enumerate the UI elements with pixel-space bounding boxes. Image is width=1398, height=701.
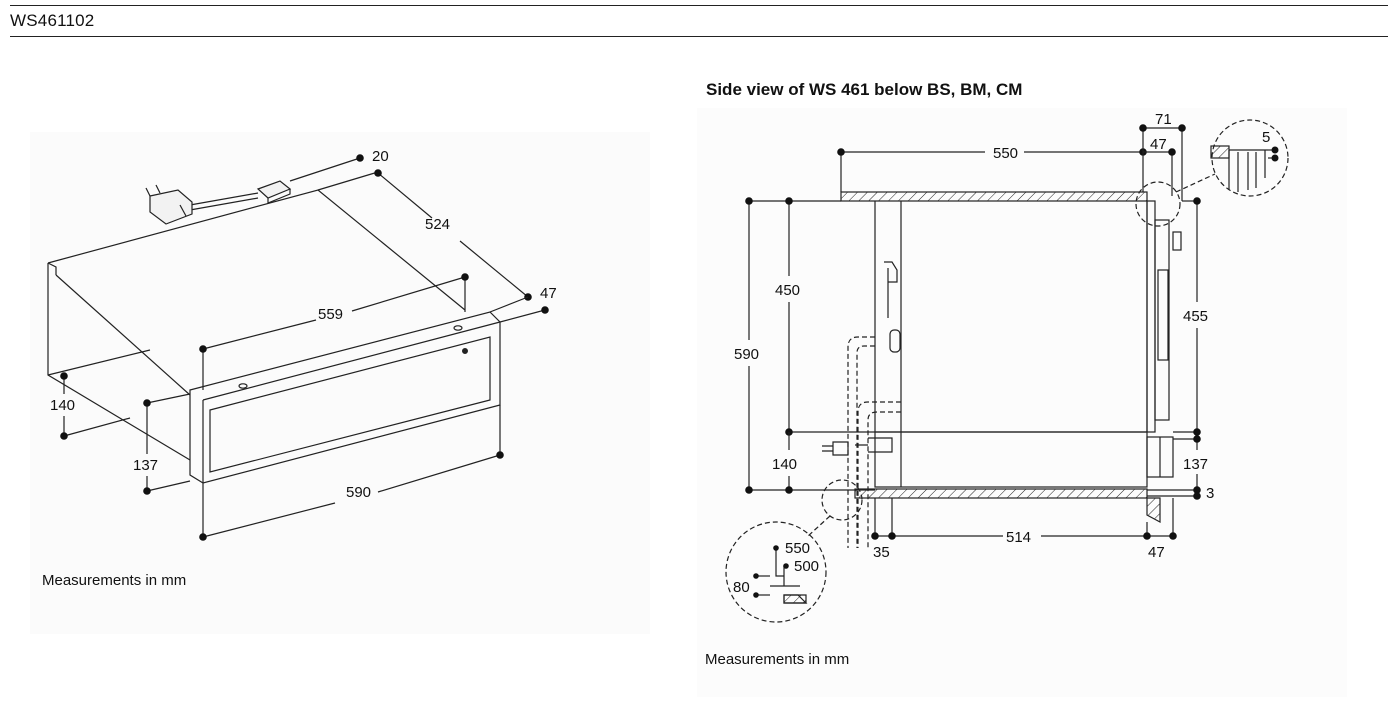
detail-dim-550-label: 550 [785, 540, 810, 557]
iso-dim-20 [289, 154, 364, 182]
iso-dim-137 [143, 393, 191, 495]
iso-dim-20-label: 20 [372, 148, 389, 165]
side-dim-47-top [1143, 148, 1176, 196]
iso-dim-559 [199, 273, 469, 390]
bottom-shelf [854, 488, 1148, 499]
caption-left: Measurements in mm [42, 572, 187, 589]
isometric-view [47, 154, 549, 541]
iso-carcass [47, 189, 466, 461]
side-dim-140-label: 140 [772, 456, 797, 473]
iso-dim-47-label: 47 [540, 285, 557, 302]
model-number: WS461102 [10, 11, 95, 30]
iso-dim-140-label: 140 [50, 397, 75, 414]
oven-body [874, 200, 1182, 433]
side-dim-137 [1173, 435, 1201, 490]
side-dim-137-label: 137 [1183, 456, 1208, 473]
iso-dim-559-label: 559 [318, 306, 343, 323]
iso-front-panel [189, 311, 501, 484]
iso-dim-590 [199, 405, 504, 541]
side-dim-3 [1147, 486, 1201, 500]
side-dim-550-label: 550 [993, 145, 1018, 162]
isometric-panel [30, 132, 650, 634]
side-view [725, 119, 1289, 623]
caption-right: Measurements in mm [705, 651, 850, 668]
header-rule-bottom [10, 36, 1388, 37]
side-dim-455-label: 455 [1183, 308, 1208, 325]
side-dim-47-bottom-label: 47 [1148, 544, 1165, 561]
detail-circle-top [1135, 119, 1289, 227]
side-view-heading: Side view of WS 461 below BS, BM, CM [706, 80, 1023, 99]
side-dim-35-label: 35 [873, 544, 890, 561]
ventilation-duct [847, 336, 901, 548]
side-dim-455 [1173, 197, 1201, 436]
side-dim-71 [1139, 124, 1186, 201]
warming-drawer [822, 431, 1174, 524]
side-dim-bottom [871, 498, 1177, 540]
side-dim-450 [785, 197, 875, 436]
side-dim-450-label: 450 [775, 282, 800, 299]
iso-dim-137-label: 137 [133, 457, 158, 474]
top-shelf [840, 191, 1148, 202]
side-dim-71-label: 71 [1155, 111, 1172, 128]
iso-dim-524 [317, 169, 532, 301]
iso-power-cable [145, 180, 292, 225]
side-dim-3-label: 3 [1206, 485, 1214, 502]
detail-dim-500-label: 500 [794, 558, 819, 575]
side-dim-5-label: 5 [1262, 129, 1270, 146]
header-rule-top [10, 5, 1388, 6]
iso-dim-590-label: 590 [346, 484, 371, 501]
side-dim-140 [785, 432, 793, 494]
side-dim-514-label: 514 [1006, 529, 1031, 546]
detail-circle-bottom [725, 479, 863, 623]
side-dim-550 [837, 148, 1147, 192]
iso-dim-140 [60, 372, 131, 440]
side-dim-590-label: 590 [734, 346, 759, 363]
side-dim-590 [745, 197, 875, 494]
iso-dim-524-label: 524 [425, 216, 450, 233]
side-dim-47-top-label: 47 [1150, 136, 1167, 153]
iso-dim-47 [489, 296, 549, 323]
detail-dim-80-label: 80 [733, 579, 750, 596]
